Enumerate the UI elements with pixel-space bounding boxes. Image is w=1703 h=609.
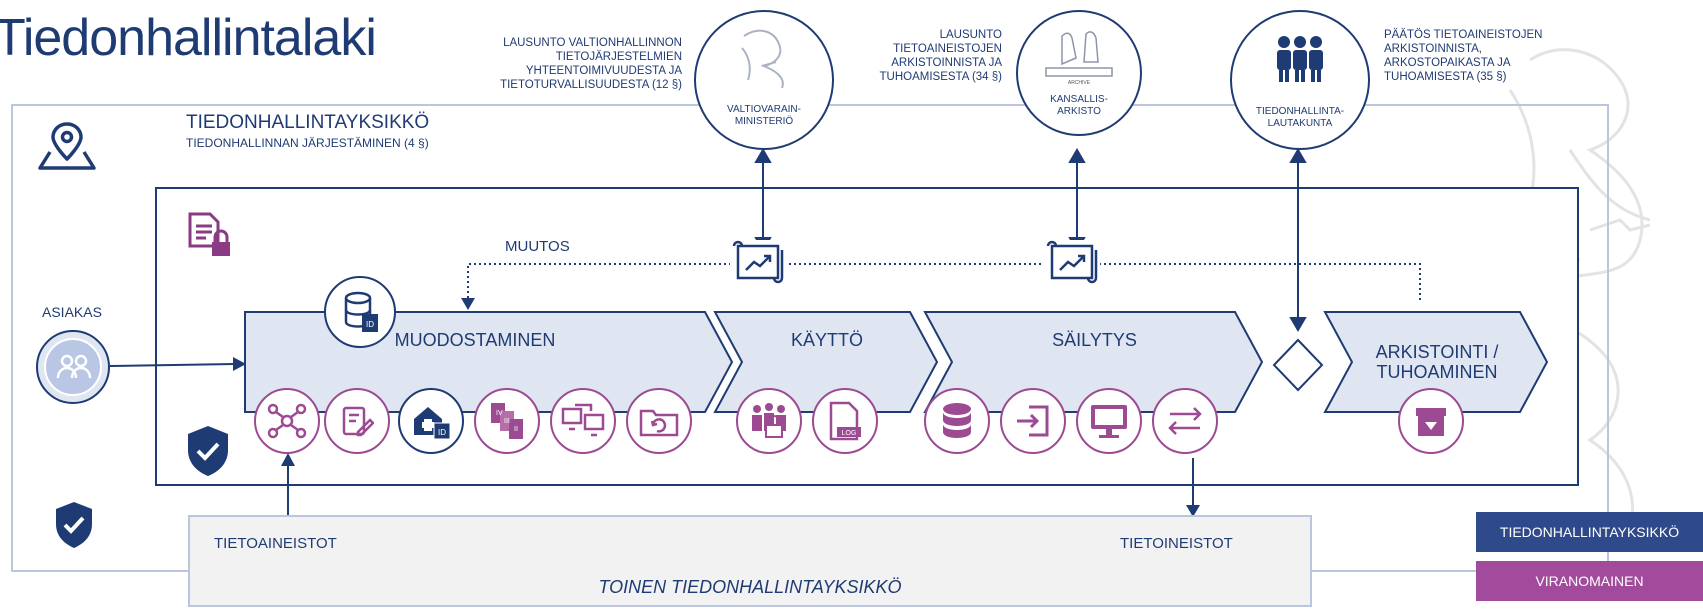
note-tl: PÄÄTÖS TIETOAINEISTOJEN ARKISTOINNISTA, … <box>1384 29 1543 83</box>
page-title: Tiedonhallintalaki <box>0 9 377 67</box>
log-file-icon: LOG <box>812 388 878 454</box>
stage-muodostaminen: MUODOSTAMINEN <box>394 329 556 350</box>
lion-crest-icon <box>741 29 784 89</box>
svg-text:III: III <box>504 418 510 425</box>
note-vm: LAUSUNTO VALTIONHALLINNON TIETOJÄRJESTEL… <box>500 37 682 91</box>
asiakas-circle <box>36 330 110 404</box>
org-tiedonhallintalautakunta: TIEDONHALLINTA- LAUTAKUNTA <box>1230 10 1370 150</box>
svg-text:ARCHIVE: ARCHIVE <box>1068 80 1091 86</box>
legend-unit: TIEDONHALLINTAYKSIKKÖ <box>1476 512 1703 552</box>
document-lock-icon <box>188 212 230 256</box>
org-tl-label: TIEDONHALLINTA- LAUTAKUNTA <box>1255 106 1345 129</box>
org-kansallisarkisto: ARCHIVE KANSALLIS- ARKISTO <box>1016 10 1142 136</box>
muutos-label: MUUTOS <box>505 238 570 255</box>
unit-title: TIEDONHALLINTAYKSIKKÖ <box>186 112 430 133</box>
svg-text:LOG: LOG <box>842 430 857 437</box>
exchange-arrows-icon <box>1152 388 1218 454</box>
shield-check-icon <box>188 426 228 476</box>
diamond-icon <box>1272 338 1324 392</box>
health-id-icon: ID <box>398 388 464 454</box>
archive-box-icon <box>1398 388 1464 454</box>
map-pin-icon <box>38 122 96 170</box>
org-ka-label: KANSALLIS- ARKISTO <box>1050 94 1108 117</box>
org-vm-label: VALTIOVARAIN- MINISTERIÖ <box>727 104 801 127</box>
other-unit-box: TIETOAINEISTOT TIETOINEISTOT TOINEN TIED… <box>188 515 1312 607</box>
svg-text:IV: IV <box>496 410 503 417</box>
monitor-icon <box>1076 388 1142 454</box>
note-ka: LAUSUNTO TIETOAINEISTOJEN ARKISTOINNISTA… <box>879 29 1002 83</box>
svg-text:ID: ID <box>366 320 374 329</box>
people-icon <box>56 354 92 379</box>
unit-subtitle: TIEDONHALLINNAN JÄRJESTÄMINEN (4 §) <box>186 136 429 150</box>
svg-text:II: II <box>514 426 518 433</box>
database-id-icon: ID <box>324 276 396 348</box>
chart-scroll-icon <box>1044 240 1100 284</box>
chart-scroll-icon <box>730 240 786 284</box>
asiakas-label: ASIAKAS <box>42 304 102 320</box>
people-icon <box>1277 36 1323 82</box>
network-icon <box>254 388 320 454</box>
shield-check-icon <box>56 502 92 548</box>
tietoaineistot-label: TIETOAINEISTOT <box>214 535 337 552</box>
people-lock-icon <box>736 388 802 454</box>
tietoineistot-label: TIETOINEISTOT <box>1120 535 1233 552</box>
database-icon <box>924 388 990 454</box>
legend-authority: VIRANOMAINEN <box>1476 561 1703 601</box>
stage-kaytto: KÄYTTÖ <box>790 329 863 350</box>
login-icon <box>1000 388 1066 454</box>
folder-sync-icon <box>626 388 692 454</box>
svg-text:ID: ID <box>438 428 446 437</box>
stage-sailytys: SÄILYTYS <box>1052 329 1137 350</box>
transfer-screens-icon <box>550 388 616 454</box>
stage-arkistointi: ARKISTOINTI / TUHOAMINEN <box>1375 342 1499 382</box>
org-valtiovarainministerio: VALTIOVARAIN- MINISTERIÖ <box>694 10 834 150</box>
archive-statue-icon: ARCHIVE <box>1045 31 1113 86</box>
edit-icon <box>324 388 390 454</box>
other-unit-label: TOINEN TIEDONHALLINTAYKSIKKÖ <box>598 577 902 597</box>
